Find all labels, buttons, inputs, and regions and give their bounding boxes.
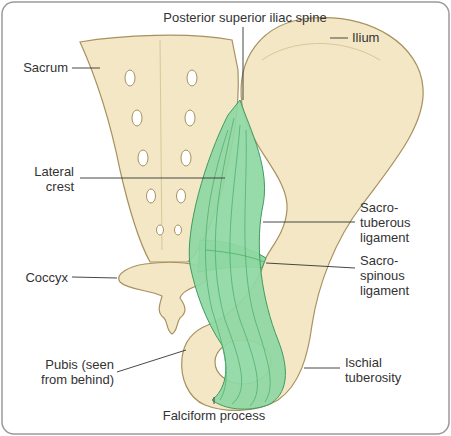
- foramen: [132, 110, 142, 126]
- leader-line: [80, 178, 225, 179]
- foramen: [157, 225, 164, 235]
- leader-line: [330, 38, 348, 39]
- foramen: [177, 189, 186, 203]
- foramen: [175, 225, 182, 235]
- foramen: [185, 110, 195, 126]
- leader-line: [263, 222, 355, 223]
- part-label: Lateral crest: [14, 164, 74, 194]
- ligament-fibres: [205, 118, 270, 406]
- part-label: Sacrum: [10, 60, 68, 75]
- part-label: Ilium: [352, 30, 412, 45]
- part-label: Posterior superior iliac spine: [150, 10, 340, 25]
- foramen: [125, 70, 135, 86]
- foramen: [187, 70, 197, 86]
- sacrotuberous-ligament: [189, 100, 285, 409]
- part-label: Coccyx: [10, 270, 68, 285]
- leader-line: [117, 350, 186, 372]
- fibre: [205, 130, 228, 400]
- part-label: Pubis (seen from behind): [16, 357, 114, 387]
- part-label: Sacro- spinous ligament: [360, 253, 430, 298]
- sacral-foramina: [125, 70, 197, 235]
- foramen: [138, 150, 148, 166]
- leader-line: [243, 27, 244, 100]
- leader-line: [266, 263, 355, 268]
- fibre: [205, 250, 264, 262]
- leader-line: [214, 397, 215, 404]
- part-label: Falciform process: [144, 408, 284, 423]
- part-label: Sacro- tuberous ligament: [360, 200, 430, 245]
- fibre: [230, 125, 258, 406]
- leader-line: [72, 277, 117, 278]
- leader-line: [304, 368, 340, 369]
- fibre: [215, 118, 241, 404]
- part-label: Ischial tuberosity: [345, 355, 425, 385]
- foramen: [181, 150, 191, 166]
- leader-lines: [72, 27, 355, 404]
- leader-line: [72, 68, 100, 69]
- foramen: [147, 189, 156, 203]
- median-crest: [160, 40, 162, 250]
- fibre: [245, 130, 270, 402]
- iliac-contour: [262, 43, 380, 60]
